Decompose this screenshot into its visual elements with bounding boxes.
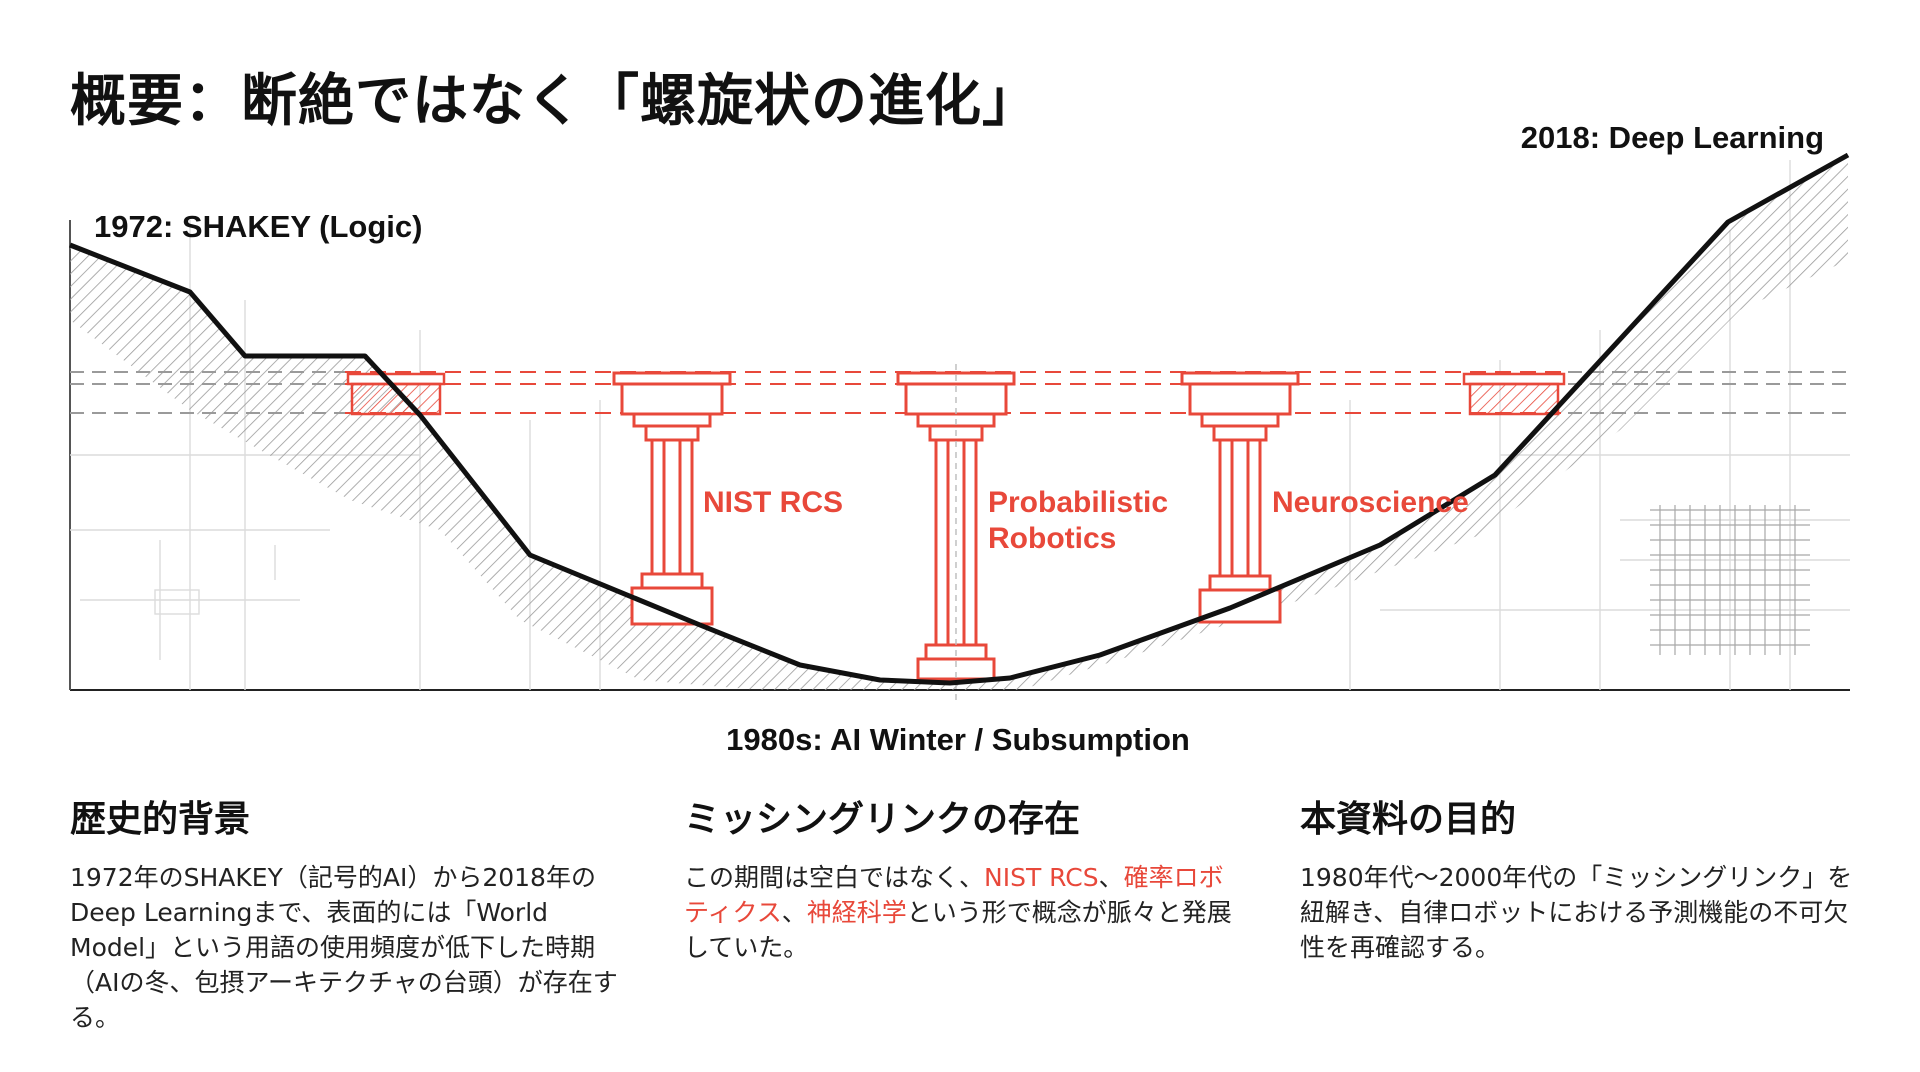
- section-text: 1980年代〜2000年代の「ミッシングリンク」を紐解き、自律ロボットにおける予…: [1300, 863, 1853, 962]
- page-title: 概要：断絶ではなく「螺旋状の進化」: [70, 69, 1039, 134]
- pillar-label-probabilistic-2: Robotics: [988, 522, 1116, 555]
- pillar-neuroscience: [1180, 371, 1300, 624]
- section-body: 1980年代〜2000年代の「ミッシングリンク」を紐解き、自律ロボットにおける予…: [1300, 860, 1860, 965]
- highlight-probabilistic-robotics: 確率ロボティクス: [684, 863, 1224, 927]
- highlight-nist-rcs: NIST RCS: [984, 863, 1099, 892]
- section-body: この期間は空白ではなく、NIST RCS、確率ロボティクス、神経科学という形で概…: [684, 860, 1244, 965]
- pillar-label-neuroscience: Neuroscience: [1272, 486, 1469, 519]
- section-missing-link: ミッシングリンクの存在 この期間は空白ではなく、NIST RCS、確率ロボティク…: [684, 790, 1244, 965]
- bridge-diagram: 1972: SHAKEY (Logic) 2018: Deep Learning…: [69, 120, 1850, 757]
- abutment-right: [1462, 372, 1566, 416]
- pillar-label-nist: NIST RCS: [703, 486, 843, 519]
- valley-hatch: [70, 155, 1848, 690]
- section-body: 1972年のSHAKEY（記号的AI）から2018年のDeep Learning…: [70, 860, 620, 1035]
- pillar-label-probabilistic-1: Probabilistic: [988, 486, 1168, 519]
- label-end: 2018: Deep Learning: [1521, 120, 1824, 155]
- abutment-left: [346, 372, 446, 416]
- label-bottom: 1980s: AI Winter / Subsumption: [726, 722, 1190, 757]
- highlight-neuroscience: 神経科学: [806, 898, 907, 927]
- section-heading: 本資料の目的: [1300, 799, 1517, 840]
- section-text: という形で概念が脈々と発展していた。: [684, 898, 1232, 962]
- section-text: この期間は空白ではなく、: [684, 863, 985, 892]
- section-text: 1972年のSHAKEY（記号的AI）から2018年のDeep Learning…: [70, 863, 618, 1032]
- pillar-nist: [612, 371, 732, 626]
- label-start: 1972: SHAKEY (Logic): [94, 209, 422, 244]
- section-purpose: 本資料の目的 1980年代〜2000年代の「ミッシングリンク」を紐解き、自律ロボ…: [1300, 790, 1860, 965]
- section-heading: ミッシングリンクの存在: [684, 799, 1081, 840]
- mesh-grid: [1650, 505, 1810, 655]
- section-text: 、: [1098, 863, 1124, 892]
- section-text: 、: [781, 898, 807, 927]
- section-heading: 歴史的背景: [70, 799, 251, 840]
- section-history: 歴史的背景 1972年のSHAKEY（記号的AI）から2018年のDeep Le…: [70, 790, 620, 1035]
- valley-profile: [69, 152, 1850, 686]
